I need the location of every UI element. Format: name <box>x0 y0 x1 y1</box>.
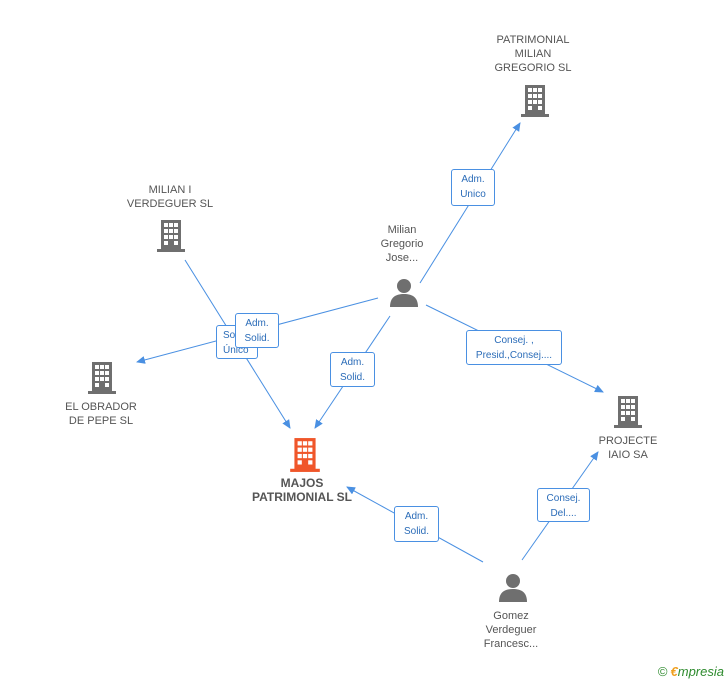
edge-label-consej-del: Consej. Del.... <box>537 488 590 522</box>
empresia-logo-text: mpresia <box>677 664 724 679</box>
node-label-gomez-person[interactable]: Gomez Verdeguer Francesc... <box>483 610 539 650</box>
node-label-projecte[interactable]: PROJECTE IAIO SA <box>598 435 658 461</box>
node-label-majos[interactable]: MAJOS PATRIMONIAL SL <box>252 476 352 504</box>
edge-label-adm-solid-left: Adm. Solid. <box>235 313 279 348</box>
edge-label-adm-solid-bottom: Adm. Solid. <box>394 506 439 542</box>
building-icon-patrimonial-milian <box>521 85 549 117</box>
edge-label-adm-unico: Adm. Unico <box>451 169 495 206</box>
person-icon-milian <box>390 279 418 307</box>
building-icon-milian-verdeguer <box>157 220 185 252</box>
empresia-watermark: ©€mpresia <box>658 664 724 679</box>
empresia-logo-initial: € <box>670 664 678 679</box>
node-label-milian-person[interactable]: Milian Gregorio Jose... <box>380 224 424 264</box>
copyright-symbol: © <box>657 664 668 679</box>
person-icon-gomez <box>499 574 527 602</box>
edge-label-adm-solid-mid: Adm. Solid. <box>330 352 375 387</box>
node-label-patrimonial-milian[interactable]: PATRIMONIAL MILIAN GREGORIO SL <box>494 34 572 74</box>
building-icon-majos <box>290 438 320 472</box>
node-label-el-obrador[interactable]: EL OBRADOR DE PEPE SL <box>65 401 137 427</box>
edge-label-consej-presid: Consej. , Presid.,Consej.... <box>466 330 562 365</box>
building-icon-projecte <box>614 396 642 428</box>
node-label-milian-verdeguer[interactable]: MILIAN I VERDEGUER SL <box>126 184 214 210</box>
building-icon-el-obrador <box>88 362 116 394</box>
